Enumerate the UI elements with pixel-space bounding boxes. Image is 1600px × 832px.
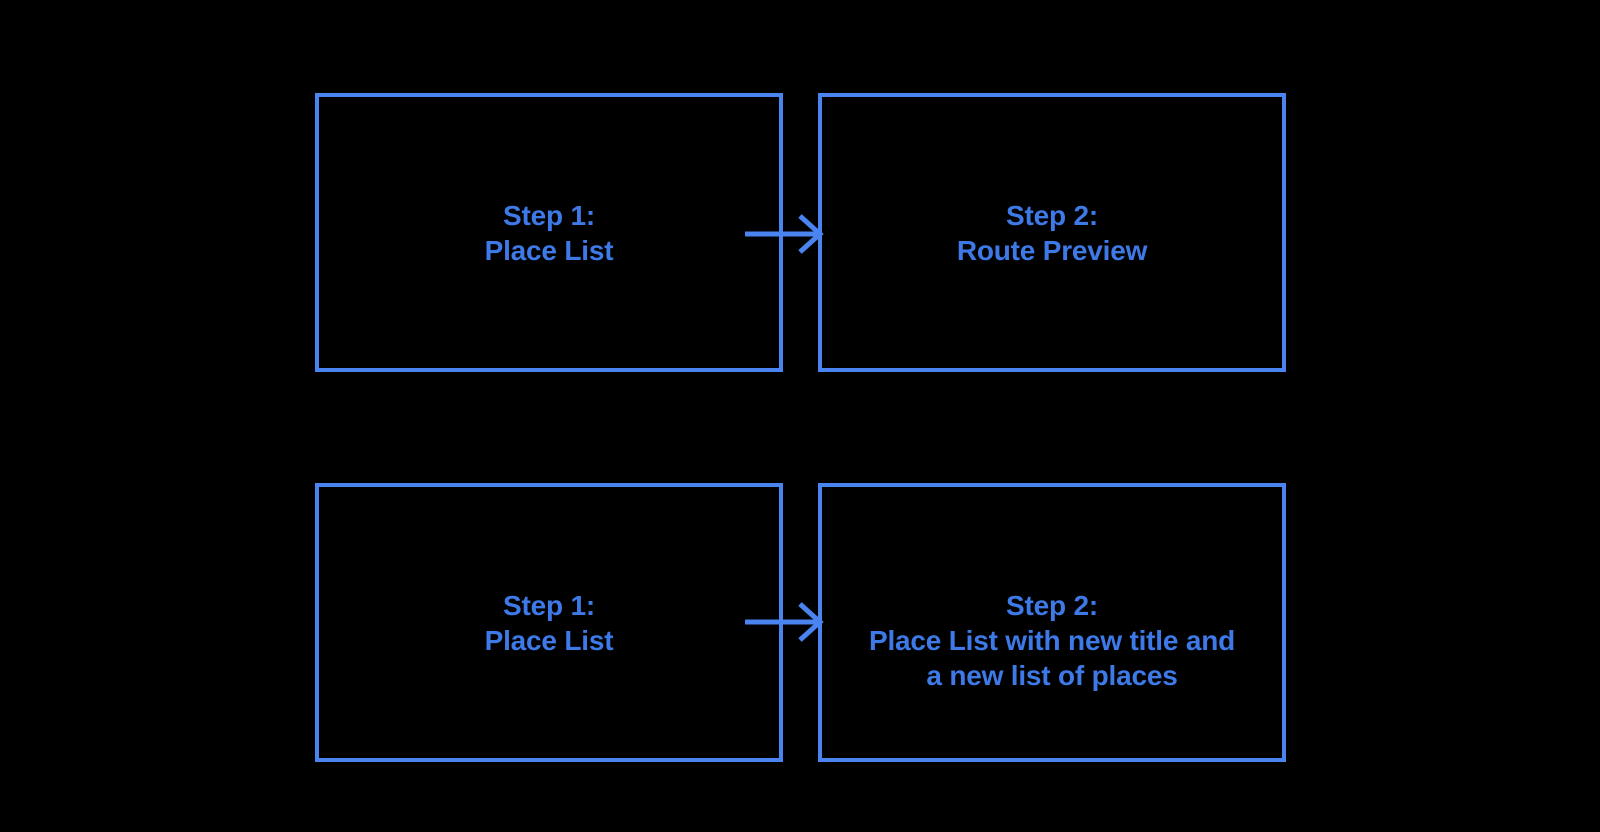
flow-node-top-step-2: Step 2: Route Preview xyxy=(818,93,1286,372)
label-line: Route Preview xyxy=(956,235,1148,266)
label-line: Place List with new title and xyxy=(868,625,1236,656)
arrow-head-chevron-icon xyxy=(798,602,824,642)
flow-node-label: Step 1: Place List xyxy=(319,198,779,268)
label-line: Step 1: xyxy=(503,590,595,621)
label-line: Step 1: xyxy=(503,200,595,231)
flow-node-bottom-step-1: Step 1: Place List xyxy=(315,483,783,762)
flow-node-label: Step 1: Place List xyxy=(319,588,779,658)
flow-node-bottom-step-2: Step 2: Place List with new title and a … xyxy=(818,483,1286,762)
label-line: Step 2: xyxy=(1006,200,1098,231)
label-line: Place List xyxy=(484,625,614,656)
flow-node-top-step-1: Step 1: Place List xyxy=(315,93,783,372)
flow-arrow-top xyxy=(745,214,824,254)
flow-node-label: Step 2: Place List with new title and a … xyxy=(822,588,1282,693)
flow-node-label: Step 2: Route Preview xyxy=(822,198,1282,268)
flow-arrow-bottom xyxy=(745,602,824,642)
label-line: a new list of places xyxy=(926,660,1178,691)
label-line: Step 2: xyxy=(1006,590,1098,621)
arrow-head-chevron-icon xyxy=(798,214,824,254)
label-line: Place List xyxy=(484,235,614,266)
